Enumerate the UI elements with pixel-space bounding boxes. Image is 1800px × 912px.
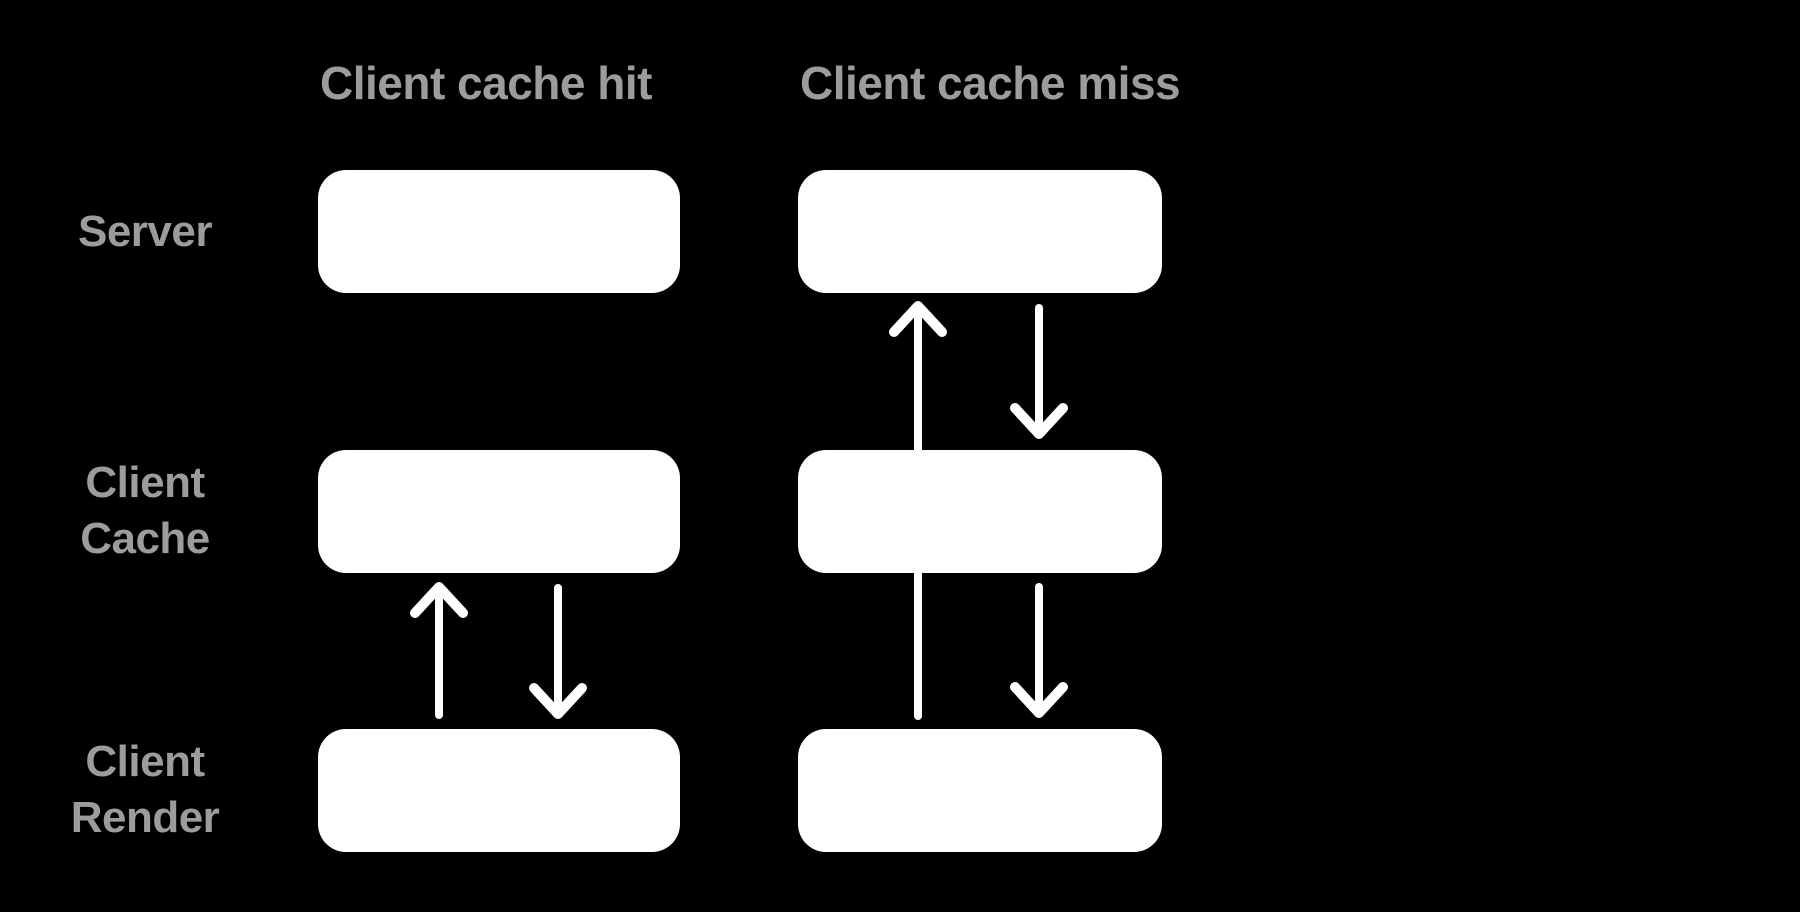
down-arrow-hit-cache-to-render-icon [529,584,587,719]
down-arrow-miss-server-to-cache-icon [1010,304,1068,439]
down-arrow-miss-cache-to-render-icon [1010,583,1068,718]
row-label-client-render: Client Render [70,737,220,842]
box-hit-server [318,170,680,293]
box-hit-client-render [318,729,680,852]
row-label-server: Server [77,207,213,256]
row-label-client-cache: Client Cache [80,458,210,563]
column-header-cache-hit: Client cache hit [320,57,652,109]
column-header-cache-miss: Client cache miss [800,57,1181,109]
up-arrow-hit-render-to-cache-icon [410,582,468,719]
box-miss-server [798,170,1162,293]
box-hit-client-cache [318,450,680,573]
box-miss-client-cache [798,450,1162,573]
box-miss-client-render [798,729,1162,852]
